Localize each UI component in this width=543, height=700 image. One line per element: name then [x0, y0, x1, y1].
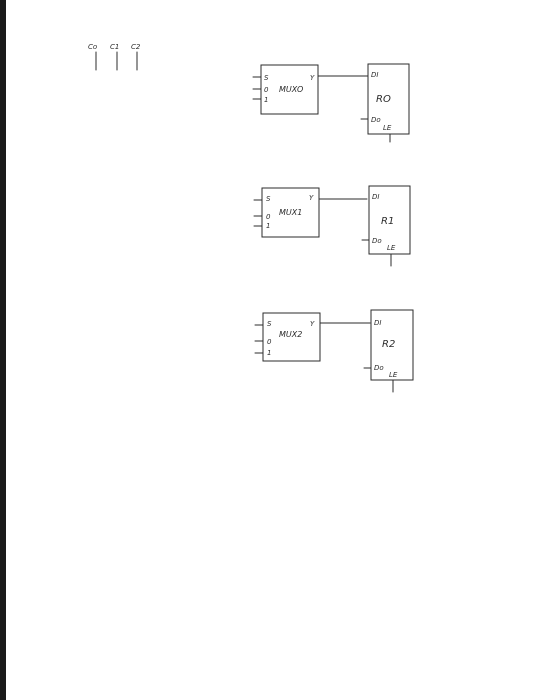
control-signal-label: Co	[88, 43, 97, 51]
register-block: DI R2 Do LE	[363, 309, 414, 393]
register-dout-label: Do	[372, 237, 382, 245]
mux-block: S 0 1 MUX2 Y	[254, 312, 371, 362]
register-name: RO	[376, 94, 391, 105]
register-name: R1	[381, 216, 394, 227]
mux-select-label: S	[266, 195, 271, 203]
window-edge	[0, 0, 6, 700]
mux-select-label: S	[267, 320, 272, 328]
register-le-label: LE	[387, 244, 396, 252]
mux-name: MUX2	[279, 330, 302, 339]
mux-block: S 0 1 MUX1 Y	[253, 187, 368, 238]
register-dout-label: Do	[371, 116, 381, 124]
mux-input1-label: 1	[267, 349, 271, 357]
mux-input0-label: 0	[266, 213, 271, 221]
mux-output-label: Y	[310, 320, 315, 328]
register-le-label: LE	[383, 124, 392, 132]
mux-output-label: Y	[310, 74, 315, 82]
mux-input0-label: 0	[264, 86, 269, 94]
register-le-label: LE	[389, 371, 398, 379]
mux-output-label: Y	[309, 194, 314, 202]
register-block: DI RO Do LE	[360, 63, 410, 143]
mux-input0-label: 0	[267, 338, 272, 346]
register-din-label: DI	[372, 193, 379, 201]
register-block: DI R1 Do LE	[361, 185, 411, 267]
mux-select-label: S	[264, 74, 269, 82]
register-box	[367, 63, 410, 135]
control-signals: Co C1 C2	[88, 43, 141, 71]
mux-box	[261, 187, 320, 238]
register-dout-label: Do	[374, 364, 384, 372]
register-box	[370, 309, 414, 381]
control-signal-label: C2	[131, 43, 141, 51]
mux-box	[262, 312, 321, 362]
mux-name: MUX1	[279, 208, 302, 217]
register-din-label: DI	[371, 71, 378, 79]
register-name: R2	[382, 339, 395, 350]
mux-name: MUXO	[279, 85, 303, 94]
register-din-label: DI	[374, 319, 381, 327]
mux-input1-label: 1	[264, 96, 268, 104]
mux-input1-label: 1	[266, 222, 270, 230]
control-signal-label: C1	[110, 43, 119, 51]
mux-block: S 0 1 MUXO Y	[252, 64, 369, 115]
register-box	[368, 185, 411, 255]
